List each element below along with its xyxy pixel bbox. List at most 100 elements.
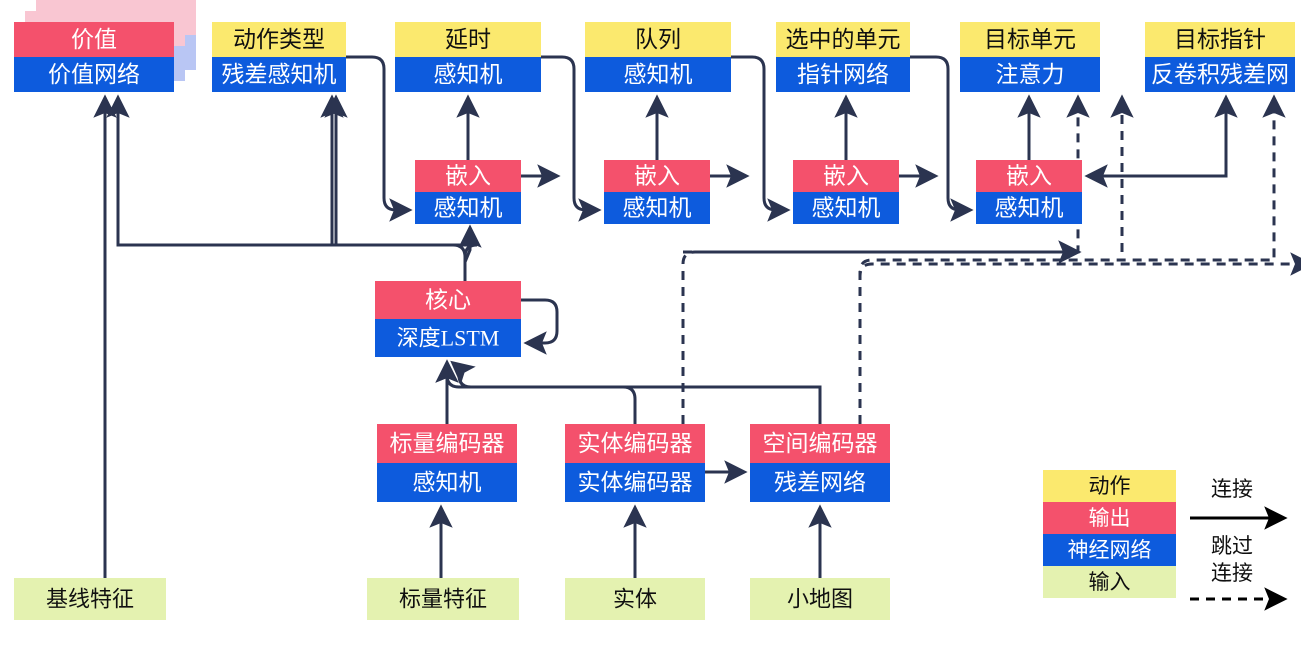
node-top-label: 嵌入 — [1006, 164, 1052, 189]
edge-action-type-to-embed1 — [346, 55, 413, 222]
node-bottom-label: 深度LSTM — [397, 326, 500, 351]
node-top-label: 空间编码器 — [763, 431, 878, 456]
node-top-band — [585, 22, 731, 57]
node-top-label: 选中的单元 — [786, 27, 901, 52]
legend-network: 神经网络 — [1043, 534, 1176, 566]
input-box — [565, 578, 705, 620]
node-top-label: 动作类型 — [233, 27, 325, 52]
skip-entity-encoder-to-selected-units — [681, 94, 1090, 424]
node-bottom-band — [750, 463, 890, 502]
node-top-band — [793, 160, 899, 192]
input-baseline_features[interactable]: 基线特征 — [14, 578, 166, 620]
node-top-band — [377, 424, 517, 463]
node-bottom-band — [377, 463, 517, 502]
node-top-band — [960, 22, 1100, 57]
input-box — [367, 578, 519, 620]
edge-spatial-encoder-to-core — [450, 360, 822, 424]
node-top-label: 目标单元 — [984, 27, 1076, 52]
node-bottom-band — [585, 57, 731, 92]
node-bottom-label: 感知机 — [413, 470, 482, 495]
legend-input: 输入 — [1043, 566, 1176, 598]
input-label: 标量特征 — [399, 587, 487, 612]
edge-core-to-value-network — [106, 94, 467, 281]
legend-output: 输出 — [1043, 502, 1176, 534]
node-bottom-label: 感知机 — [623, 196, 692, 221]
legend-connect-label: 连接 — [1211, 477, 1253, 501]
node-top-label: 价值 — [71, 27, 117, 52]
node-boxes: 价值价值网络动作类型残差感知机延时感知机队列感知机选中的单元指针网络目标单元注意… — [14, 0, 1295, 502]
node-bottom-band — [604, 192, 710, 224]
node-bottom-band — [960, 57, 1100, 92]
node-bottom-band — [1145, 57, 1295, 92]
legend-swatch-label: 神经网络 — [1068, 538, 1152, 562]
node-top-label: 延时 — [445, 27, 491, 52]
node-top-band — [415, 160, 521, 192]
input-entities[interactable]: 实体 — [565, 578, 705, 620]
node-bottom-band — [776, 57, 910, 92]
node-bottom-label: 价值网络 — [48, 62, 140, 87]
legend-swatch-label: 输出 — [1089, 506, 1131, 530]
node-bottom-label: 指针网络 — [797, 62, 889, 87]
node-top-label: 嵌入 — [445, 164, 491, 189]
legend-swatch — [1043, 566, 1176, 598]
edge-core-to-embed1 — [458, 224, 482, 281]
node-bottom-band — [375, 319, 521, 357]
legend-swatch-label: 动作 — [1089, 474, 1131, 498]
node-bottom-band — [793, 192, 899, 224]
edge-core-recurrent-loop — [521, 298, 559, 355]
legend-swatch — [1043, 502, 1176, 534]
edge-target-point-to-embed4 — [1084, 98, 1228, 188]
node-bottom-label: 残差感知机 — [222, 62, 337, 87]
node-top-label: 核心 — [425, 288, 471, 313]
node-bottom-label: 感知机 — [434, 62, 503, 87]
node-bottom-label: 注意力 — [996, 62, 1065, 87]
node-top-band — [776, 22, 910, 57]
node-bottom-band — [976, 192, 1082, 224]
input-label: 小地图 — [787, 587, 853, 612]
node-bottom-label: 感知机 — [995, 196, 1064, 221]
edge-delay-to-embed2 — [541, 55, 602, 222]
legend-skip-label-line1: 跳过 — [1211, 534, 1253, 558]
input-box — [750, 578, 890, 620]
node-top-label: 队列 — [635, 27, 681, 52]
legend-swatch-label: 输入 — [1089, 570, 1131, 594]
node-top-band — [565, 424, 705, 463]
node-bottom-label: 感知机 — [624, 62, 693, 87]
node-top-band — [395, 22, 541, 57]
edge-selected-units-to-embed4 — [910, 55, 974, 222]
node-top-band — [212, 22, 346, 57]
input-scalar_features[interactable]: 标量特征 — [367, 578, 519, 620]
legend-swatch — [1043, 534, 1176, 566]
node-bottom-band — [14, 57, 174, 92]
legend-action: 动作 — [1043, 470, 1176, 502]
node-top-label: 目标指针 — [1174, 27, 1266, 52]
node-top-band — [750, 424, 890, 463]
node-top-band — [976, 160, 1082, 192]
input-boxes: 基线特征 标量特征 实体 小地图 — [14, 578, 890, 620]
node-bottom-band — [565, 463, 705, 502]
skip-spatial-encoder-to-target-point — [858, 94, 1286, 424]
node-top-band — [375, 281, 521, 319]
input-minimap[interactable]: 小地图 — [750, 578, 890, 620]
input-label: 基线特征 — [46, 587, 134, 612]
node-bottom-label: 实体编码器 — [578, 470, 693, 495]
node-top-label: 标量编码器 — [390, 431, 505, 456]
node-top-band — [604, 160, 710, 192]
